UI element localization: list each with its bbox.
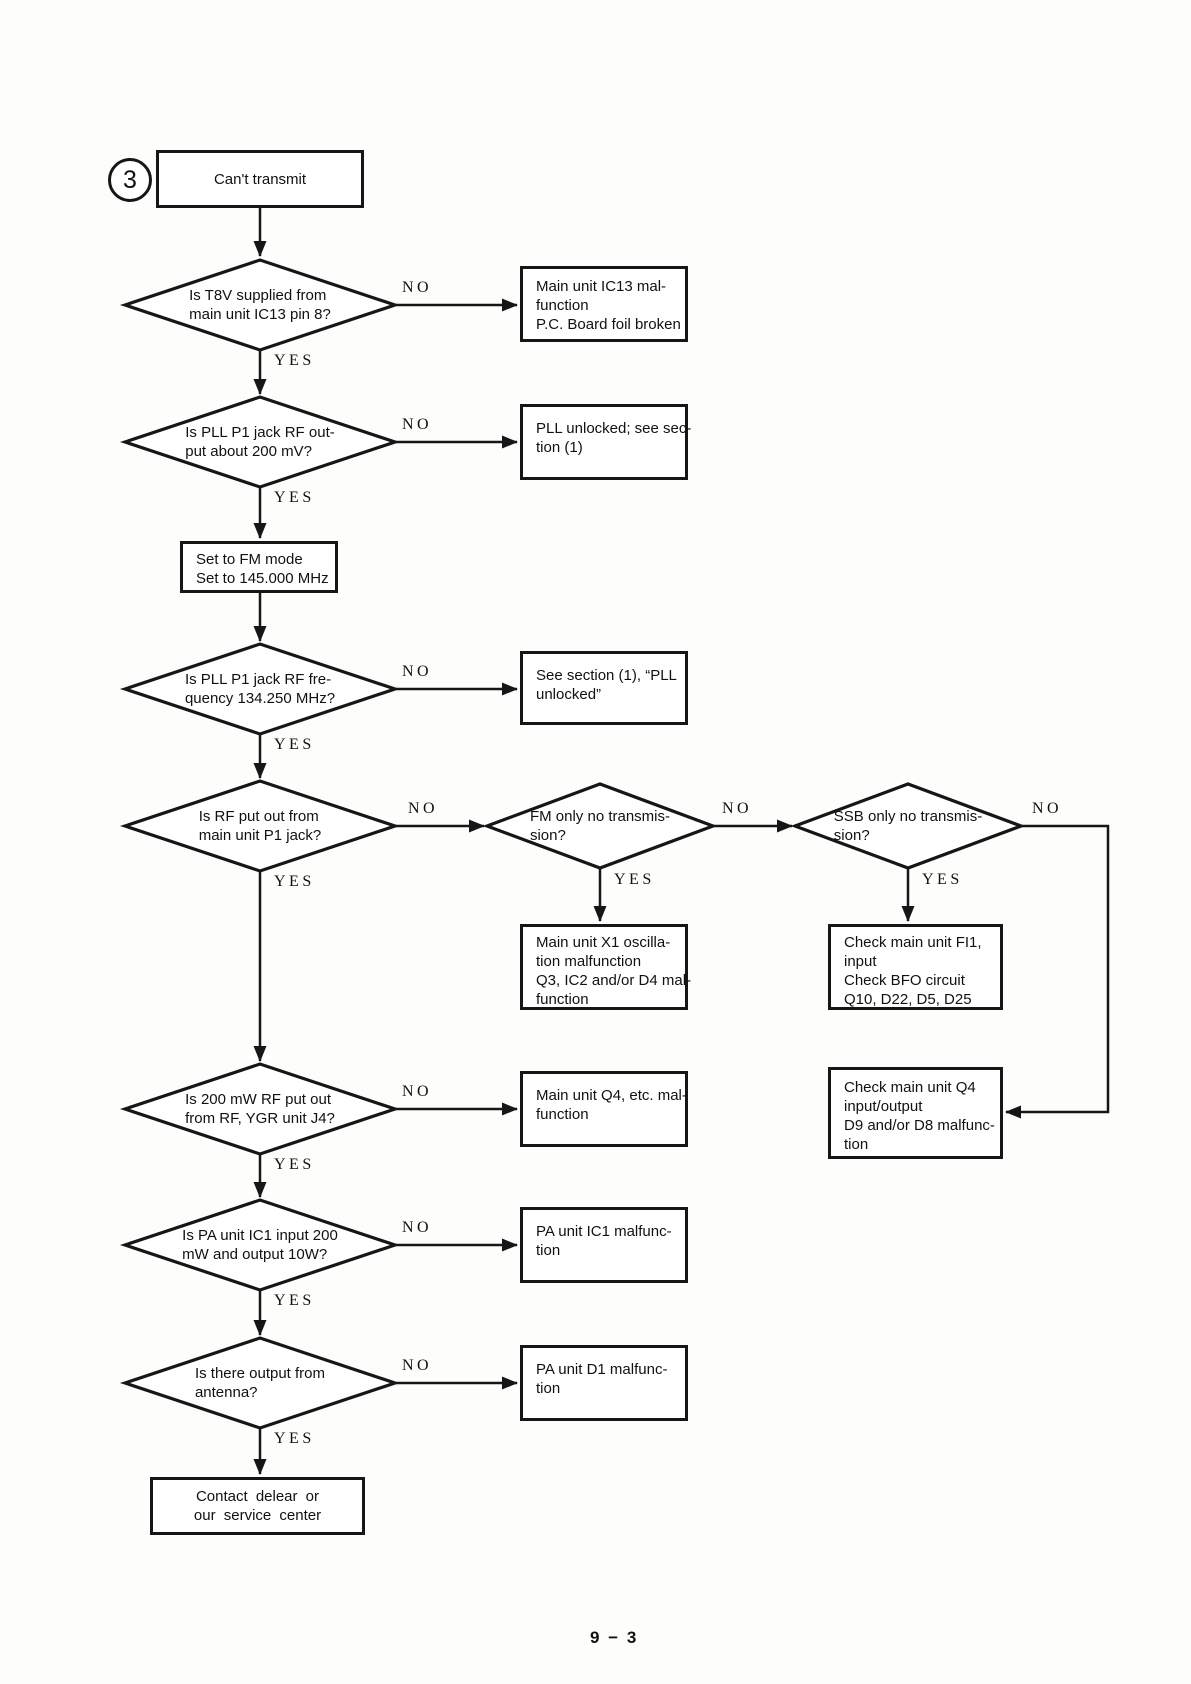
result-see-section-box: See section (1), “PLL unlocked” [520,651,688,725]
decision-200mw: Is 200 mW RF put out from RF, YGR unit J… [185,1091,335,1127]
result-pa-ic1-box: PA unit IC1 malfunc- tion [520,1207,688,1283]
label-no-t8v: NO [402,279,433,296]
result-ic13-box: Main unit IC13 mal- function P.C. Board … [520,266,688,342]
decision-rf-out-shape [119,779,401,873]
start-box: Can't transmit [156,150,364,208]
decision-fm-only-shape [482,782,718,870]
decision-ssb-only-shape [790,782,1026,870]
decision-200mw-shape [119,1062,401,1156]
label-no-fm-only: NO [722,800,753,817]
label-no-200mw: NO [402,1083,433,1100]
decision-antenna: Is there output from antenna? [194,1365,326,1401]
label-yes-antenna: YES [274,1430,315,1447]
process-set-fm-box: Set to FM mode Set to 145.000 MHz [180,541,338,593]
label-yes-pll-freq: YES [274,736,315,753]
label-no-pll-freq: NO [402,663,433,680]
page-number: 9 − 3 [590,1628,639,1647]
decision-t8v-shape [119,258,401,352]
label-no-rf-out: NO [408,800,439,817]
label-yes-fm-only: YES [614,871,655,888]
label-yes-pll-output: YES [274,489,315,506]
decision-pll-freq-shape [119,642,401,736]
figure-number: 3 [123,165,137,194]
terminal-contact-box: Contact delear or our service center [150,1477,365,1535]
start-box-label: Can't transmit [213,170,307,188]
decision-pll-output: Is PLL P1 jack RF out- put about 200 mV? [185,424,335,460]
label-no-ssb-only: NO [1032,800,1063,817]
decision-pa-ic1: Is PA unit IC1 input 200 mW and output 1… [182,1227,338,1263]
label-yes-t8v: YES [274,352,315,369]
label-yes-ssb-only: YES [922,871,963,888]
result-q4-etc-box: Main unit Q4, etc. mal- function [520,1071,688,1147]
decision-rf-out: Is RF put out from main unit P1 jack? [198,808,322,844]
decision-pa-ic1-shape [119,1198,401,1292]
label-no-pll-output: NO [402,416,433,433]
result-x1-osc-box: Main unit X1 oscilla- tion malfunction Q… [520,924,691,1010]
decision-antenna-shape [119,1336,401,1430]
figure-number-badge: 3 [108,158,152,202]
decision-pll-freq: Is PLL P1 jack RF fre- quency 134.250 MH… [184,671,336,707]
label-yes-200mw: YES [274,1156,315,1173]
label-no-pa-ic1: NO [402,1219,433,1236]
decision-pll-output-shape [119,395,401,489]
decision-t8v: Is T8V supplied from main unit IC13 pin … [189,287,331,323]
decision-ssb-only: SSB only no transmis- sion? [833,808,983,844]
label-no-antenna: NO [402,1357,433,1374]
result-pa-d1-box: PA unit D1 malfunc- tion [520,1345,688,1421]
decision-fm-only: FM only no transmis- sion? [529,808,671,844]
result-fi1-bfo-box: Check main unit FI1, input Check BFO cir… [828,924,1003,1010]
label-yes-pa-ic1: YES [274,1292,315,1309]
label-yes-rf-out: YES [274,873,315,890]
result-q4-io-box: Check main unit Q4 input/output D9 and/o… [828,1067,1003,1159]
result-pll-unlocked-box: PLL unlocked; see sec- tion (1) [520,404,691,480]
